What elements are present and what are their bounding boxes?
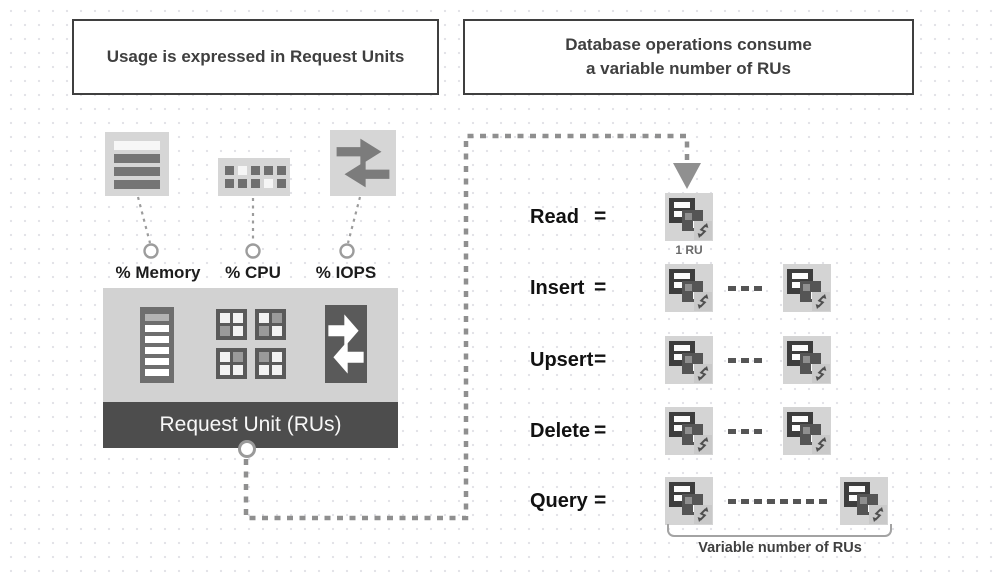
iops-anchor-circle: [339, 243, 355, 259]
arrowhead-down-icon: [673, 163, 701, 189]
cpu-anchor-circle: [245, 243, 261, 259]
memory-callout-line: [136, 196, 152, 244]
equals-sign: =: [594, 205, 607, 228]
equals-sign: =: [594, 276, 607, 299]
cpu-core-icon: [216, 309, 247, 340]
sync-icon: [694, 435, 712, 454]
sync-icon: [694, 221, 712, 240]
equals-sign: =: [594, 489, 607, 512]
sync-icon: [812, 292, 830, 311]
equals-sign: =: [594, 419, 607, 442]
request-unit-icon: [665, 407, 713, 455]
request-unit-bar: Request Unit (RUs): [103, 402, 398, 448]
memory-bar: [114, 180, 160, 189]
sync-icon: [812, 364, 830, 383]
request-unit-icon: [783, 407, 831, 455]
cpu-core-icon: [216, 348, 247, 379]
memory-icon: [105, 132, 169, 196]
iops-arrows-icon: [325, 305, 367, 383]
request-unit-icon: [783, 264, 831, 312]
memory-bar: [114, 154, 160, 163]
variable-ru-brace: [667, 524, 892, 537]
title-operations-line2: a variable number of RUs: [585, 59, 791, 78]
memory-anchor-circle: [143, 243, 159, 259]
operation-row: Upsert =: [530, 336, 910, 384]
request-unit-icon: [783, 336, 831, 384]
dashes-connector: [728, 429, 762, 434]
cpu-icon: [218, 158, 290, 196]
equals-sign: =: [594, 348, 607, 371]
dashes-connector: [728, 499, 827, 504]
operation-row: Insert =: [530, 264, 910, 312]
dashes-connector: [728, 286, 762, 291]
request-unit-icon: [665, 477, 713, 525]
operation-label: Read: [530, 206, 579, 228]
operation-row: Delete =: [530, 407, 910, 455]
memory-bar: [114, 141, 160, 150]
title-operations-line1: Database operations consume: [565, 35, 812, 55]
memory-stack-icon: [140, 307, 174, 383]
operation-label: Upsert: [530, 349, 594, 371]
sync-icon: [694, 505, 712, 524]
operation-label: Insert: [530, 277, 585, 299]
dashes-connector: [728, 358, 762, 363]
request-unit-icon: [840, 477, 888, 525]
operation-row: Read =: [530, 193, 910, 257]
sync-icon: [694, 292, 712, 311]
sync-icon: [694, 364, 712, 383]
iops-callout-line: [346, 196, 362, 244]
request-unit-icon: [665, 264, 713, 312]
variable-ru-label: Variable number of RUs: [698, 540, 862, 556]
sync-icon: [869, 505, 887, 524]
ru-cost-label: 1 RU: [675, 243, 703, 257]
cpu-core-icon: [255, 348, 286, 379]
request-unit-icon: [665, 193, 713, 241]
memory-label: % Memory: [115, 263, 201, 282]
memory-bar: [114, 167, 160, 176]
title-box-operations: Database operations consume a variable n…: [463, 19, 914, 95]
title-usage-text: Usage is expressed in Request Units: [106, 47, 405, 67]
iops-label: % IOPS: [315, 263, 377, 282]
request-unit-box: Request Unit (RUs): [103, 288, 398, 448]
sync-icon: [812, 435, 830, 454]
request-unit-icon: [665, 336, 713, 384]
cpu-core-icon: [255, 309, 286, 340]
title-box-usage: Usage is expressed in Request Units: [72, 19, 439, 95]
iops-icon: [330, 130, 396, 196]
operation-label: Query: [530, 490, 588, 512]
iops-arrows: [336, 138, 390, 188]
operation-row: Query =: [530, 477, 910, 525]
operation-label: Delete: [530, 420, 591, 442]
